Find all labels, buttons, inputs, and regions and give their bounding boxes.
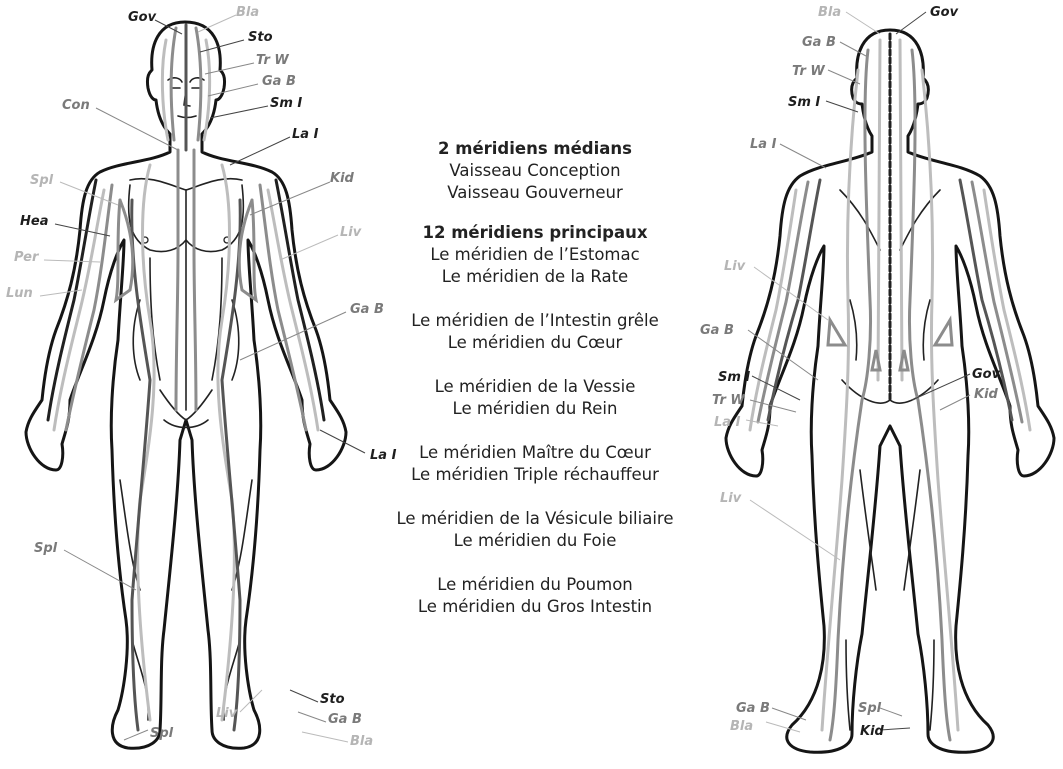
legend-item: Le méridien de la Vessie: [370, 376, 700, 398]
legend-item: Le méridien de l’Estomac: [370, 244, 700, 266]
back-label-kid: Kid: [974, 387, 999, 402]
legend-item: Le méridien Triple réchauffeur: [370, 464, 700, 486]
back-label-smi-2: Sm I: [718, 370, 750, 385]
legend-item: Le méridien de l’Intestin grêle: [370, 310, 700, 332]
back-label-smi: Sm I: [788, 95, 820, 110]
front-label-spl: Spl: [30, 173, 54, 188]
legend-item: Le méridien du Rein: [370, 398, 700, 420]
front-label-spl-3: Spl: [150, 726, 174, 741]
front-label-lun: Lun: [6, 286, 33, 301]
back-label-liv: Liv: [724, 259, 746, 274]
front-label-spl-2: Spl: [34, 541, 58, 556]
legend-item: Le méridien du Foie: [370, 530, 700, 552]
front-label-lai: La I: [292, 127, 319, 142]
front-label-per: Per: [14, 250, 40, 265]
front-label-bla-2: Bla: [350, 734, 373, 749]
back-label-lai: La I: [750, 137, 777, 152]
legend-item: Vaisseau Gouverneur: [370, 182, 700, 204]
front-label-hea: Hea: [20, 214, 48, 229]
back-label-bla-2: Bla: [730, 719, 753, 734]
legend-item: Le méridien du Cœur: [370, 332, 700, 354]
back-label-gab-2: Ga B: [700, 323, 734, 338]
front-label-con: Con: [62, 98, 90, 113]
front-label-bla: Bla: [236, 5, 259, 20]
legend-group1-title: 2 méridiens médians: [370, 138, 700, 160]
front-label-gov: Gov: [128, 10, 157, 25]
back-label-spl: Spl: [858, 701, 882, 716]
front-label-gab: Ga B: [262, 74, 296, 89]
back-label-kid-2: Kid: [860, 724, 885, 739]
back-label-trw-2: Tr W: [712, 393, 745, 408]
back-label-gov: Gov: [930, 5, 959, 20]
back-label-lai-2: La I: [714, 415, 741, 430]
front-label-liv: Liv: [340, 225, 362, 240]
front-label-sto: Sto: [248, 30, 273, 45]
legend-group2-title: 12 méridiens principaux: [370, 222, 700, 244]
legend-item: Vaisseau Conception: [370, 160, 700, 182]
back-label-gov-2: Gov: [972, 367, 1001, 382]
back-label-liv-2: Liv: [720, 491, 742, 506]
legend-item: Le méridien de la Rate: [370, 266, 700, 288]
back-label-gab-3: Ga B: [736, 701, 770, 716]
front-label-trw: Tr W: [256, 53, 289, 68]
legend-item: Le méridien du Gros Intestin: [370, 596, 700, 618]
meridian-legend: 2 méridiens médians Vaisseau Conception …: [370, 138, 700, 618]
back-label-gab: Ga B: [802, 35, 836, 50]
front-label-gab-3: Ga B: [328, 712, 362, 727]
front-label-liv-2: Liv: [216, 706, 238, 721]
back-label-trw: Tr W: [792, 64, 825, 79]
legend-item: Le méridien Maître du Cœur: [370, 442, 700, 464]
front-label-kid: Kid: [330, 171, 355, 186]
front-label-sto-2: Sto: [320, 692, 345, 707]
front-label-smi: Sm I: [270, 96, 302, 111]
legend-item: Le méridien du Poumon: [370, 574, 700, 596]
legend-item: Le méridien de la Vésicule biliaire: [370, 508, 700, 530]
back-label-bla: Bla: [818, 5, 841, 20]
